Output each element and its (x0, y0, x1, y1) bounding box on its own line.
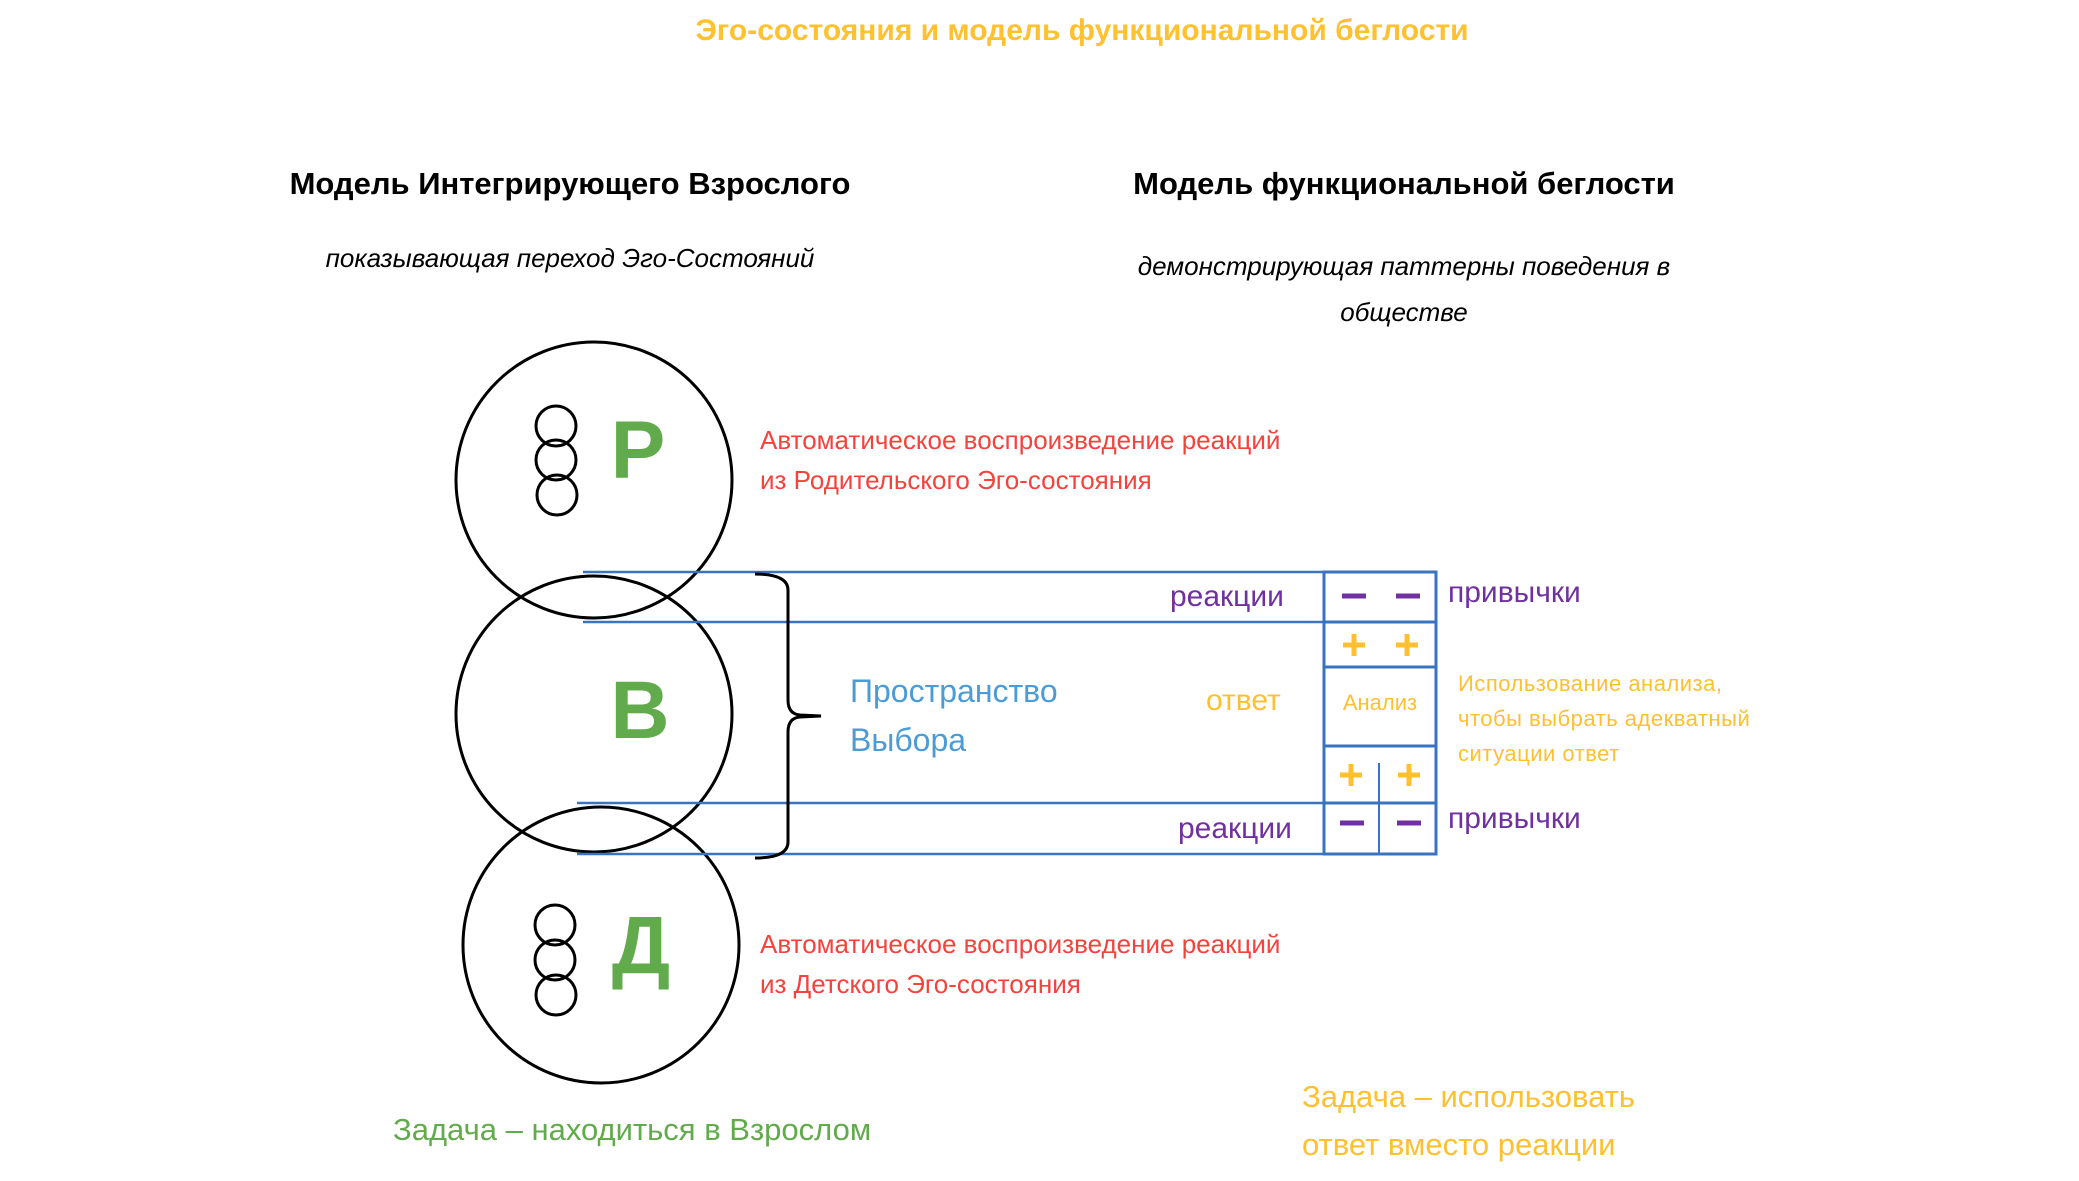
left-model-heading: Модель Интегрирующего Взрослого (289, 166, 851, 201)
left-task-text: Задача – находиться в Взрослом (393, 1112, 872, 1147)
parent-automatic-note: Автоматическое воспроизведение реакций и… (760, 420, 1280, 500)
choice-space-line2: Выбора (850, 722, 967, 758)
fluency-table (1322, 570, 1438, 856)
choice-space-lines (577, 570, 1324, 856)
child-note-line2: из Детского Эго-состояния (760, 969, 1081, 999)
plus-icon-row4 (1340, 764, 1420, 786)
analysis-note-line2: чтобы выбрать адекватный (1458, 706, 1751, 731)
habits-bottom-label: привычки (1448, 802, 1581, 835)
parent-stacked-circles-icon (534, 404, 579, 517)
adult-letter: В (610, 665, 670, 756)
right-task-text: Задача – использовать ответ вместо реакц… (1302, 1073, 1635, 1169)
page-title: Эго-состояния и модель функциональной бе… (695, 14, 1469, 47)
habits-top-label: привычки (1448, 576, 1581, 609)
choice-space-brace-icon (754, 572, 822, 860)
analysis-cell-label: Анализ (1342, 690, 1418, 715)
child-stacked-circles-icon (533, 903, 578, 1017)
analysis-note-line3: ситуации ответ (1458, 741, 1620, 766)
response-label: ответ (1206, 684, 1281, 717)
child-note-line1: Автоматическое воспроизведение реакций (760, 929, 1281, 959)
right-task-line2: ответ вместо реакции (1302, 1127, 1616, 1162)
parent-note-line1: Автоматическое воспроизведение реакций (760, 425, 1281, 455)
analysis-note: Использование анализа, чтобы выбрать аде… (1458, 666, 1750, 771)
right-task-line1: Задача – использовать (1302, 1079, 1636, 1114)
child-automatic-note: Автоматическое воспроизведение реакций и… (760, 924, 1280, 1004)
right-model-subtitle: демонстрирующая паттерны поведения в общ… (1137, 251, 1671, 327)
parent-letter: Р (610, 405, 666, 496)
parent-circle (454, 340, 734, 620)
choice-space-label: Пространство Выбора (850, 667, 1058, 765)
left-model-subtitle: показывающая переход Эго-Состояний (325, 243, 815, 273)
reactions-bottom-label: реакции (1178, 812, 1292, 845)
parent-note-line2: из Родительского Эго-состояния (760, 465, 1152, 495)
adult-circle (454, 574, 734, 854)
reactions-top-label: реакции (1170, 580, 1284, 613)
right-model-heading: Модель функциональной беглости (1133, 166, 1675, 201)
child-circle (461, 805, 741, 1085)
analysis-note-line1: Использование анализа, (1458, 671, 1723, 696)
plus-icon-row2 (1343, 634, 1418, 656)
child-letter: Д (611, 900, 671, 991)
choice-space-line1: Пространство (850, 673, 1058, 709)
